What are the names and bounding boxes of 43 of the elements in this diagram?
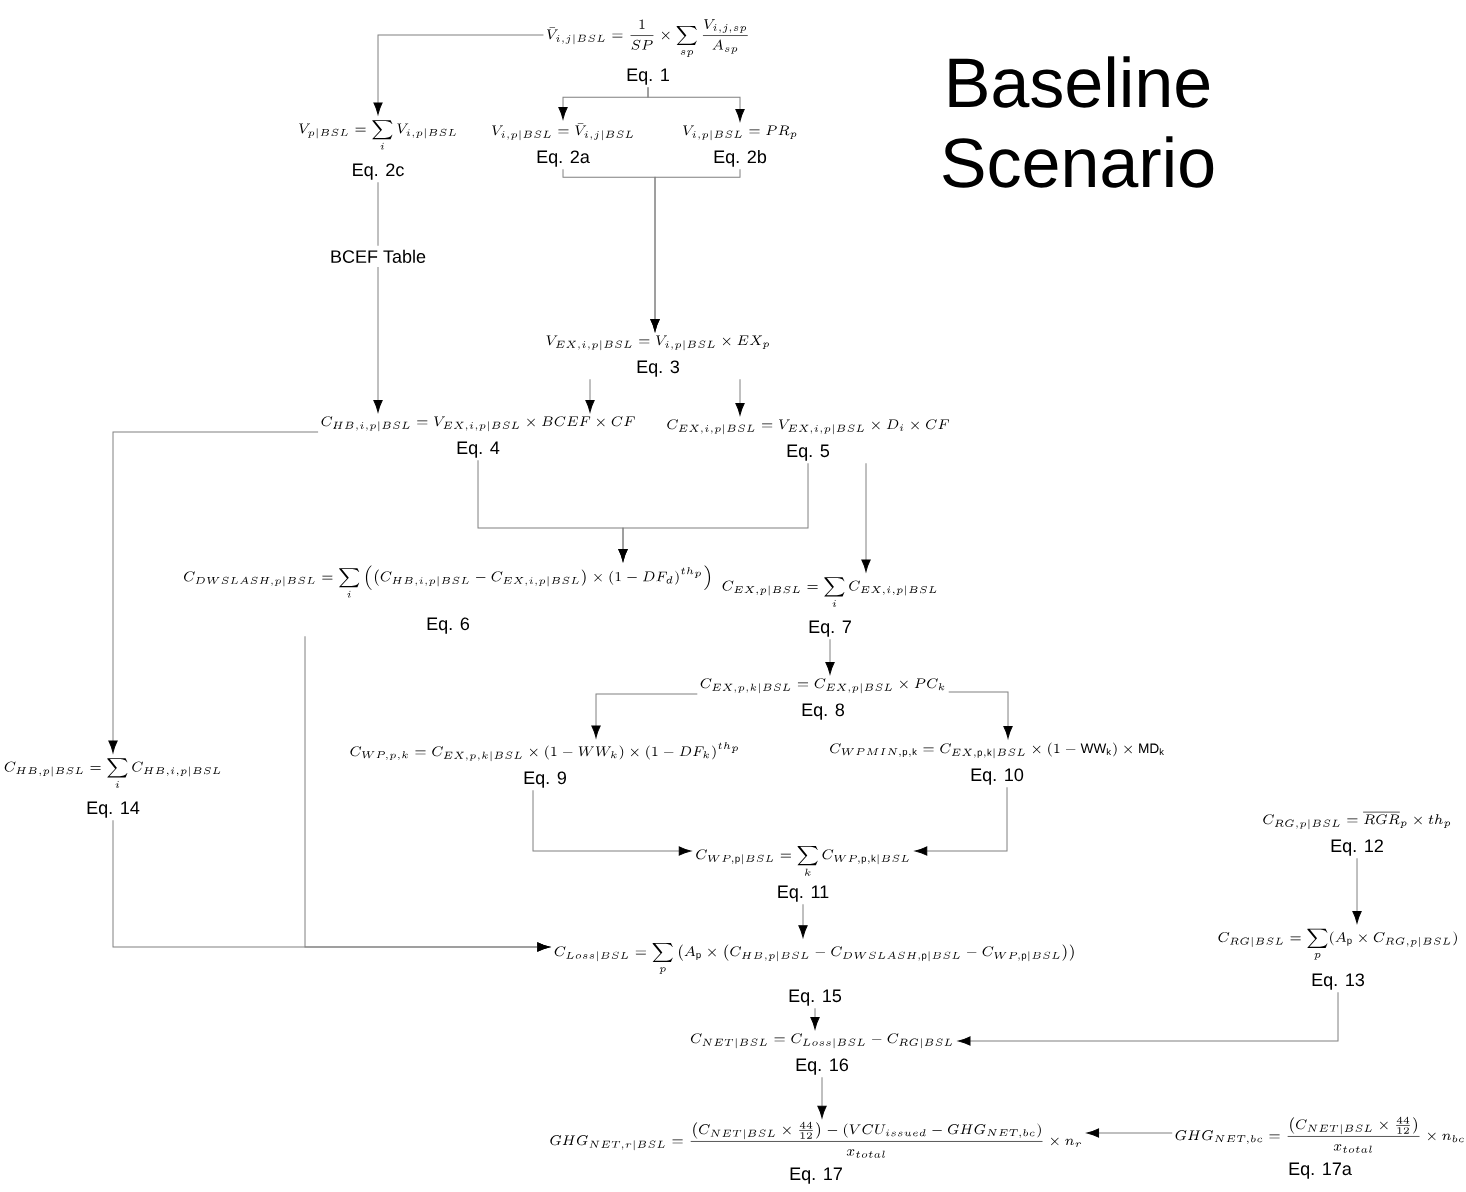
equation: $C_{WPMIN,\mathrm{p},\mathrm{k}} = C_{EX,\mathrm{p},\mathrm{k}|BSL} \times (1 - \mathrm{WW}_{\mathrm{k}}) \times \mathrm{MD}_{\mathrm{k}}$ Eq. 10 [830,742,1164,785]
equation: $C_{EX,p,k|BSL} = C_{EX,p|BSL} \times PC_{k}$ Eq. 8 [700,678,945,720]
equation: $C_{WP,p,k} = C_{EX,p,k|BSL} \times (1 - WW_{k}) \times (1 - DF_{k})^{th_{p}}$ Eq. 9 [350,742,738,788]
arrow [591,693,698,738]
equation: $C_{RG|BSL} = \sum_{p} (A_{\mathrm{p}} \times C_{RG,p|BSL})$ Eq. 13 [1218,928,1457,990]
arrow [810,1007,820,1030]
arrow [825,638,835,675]
arrow [304,635,550,952]
equation: $C_{RG,p|BSL} = \overline{RGR}_{p} \times th_{p}$ Eq. 12 [1263,812,1451,856]
equation: $C_{HB,i,p|BSL} = V_{EX,i,p|BSL} \times BCEF \times CF$ Eq. 4 [321,416,635,458]
arrow [650,168,741,332]
equation: $V_{EX,i,p|BSL} = V_{i,p|BSL} \times EX_{p}$ Eq. 3 [546,335,769,377]
arrow [108,431,319,753]
equation: $C_{WP,\mathrm{p}|BSL} = \sum_{k} C_{WP,\mathrm{p},\mathrm{k}|BSL}$ Eq. 11 [696,846,909,902]
equation: $GHG_{NET,bc} = \frac{\left( C_{NET|BSL} \times \frac{44}{12} \right)}{x_{total}} \times n_{bc}$ Eq. 17a [1175,1116,1464,1179]
arrow [735,378,745,416]
arrow [647,86,745,122]
arrow [373,34,544,115]
equation: $GHG_{NET,r|BSL} = \frac{\left( C_{NET|BSL} \times \frac{44}{12} \right) - \left( VCU_{issued} - GHG_{NET,bc} \right)}{x_{total}} \times n_{r}$ Eq. 17 [550,1121,1082,1184]
equation: $C_{HB,p|BSL} = \sum_{i} C_{HB,i,p|BSL}$ Eq. 14 [4,758,221,818]
equation: $C_{Loss|BSL} = \sum_{p} \left( A_{\mathrm{p}} \times \left( C_{HB,p|BSL} - C_{DWSLASH,\mathrm{p}|BSL} - C_{WP,\mathrm{p}|BSL} \right) \right)$ Eq. 15 [554,943,1074,1006]
arrow [532,789,692,856]
equation: $C_{EX,i,p|BSL} = V_{EX,i,p|BSL} \times D_{i} \times CF$ Eq. 5 [667,419,949,461]
equation: $C_{NET|BSL} = C_{Loss|BSL} - C_{RG|BSL}$ Eq. 16 [690,1033,952,1075]
arrow [618,462,809,562]
equation: $V_{i,p|BSL} = PR_{p}$ Eq. 2b [683,125,797,167]
equation: $V_{i,p|BSL} = \bar{V}_{i,j|BSL}$ Eq. 2a [492,123,633,167]
arrow [914,786,1008,856]
equation: $V_{p|BSL} = \sum_{i} V_{i,p|BSL}$ Eq. 2c [299,120,456,180]
arrow [958,991,1339,1046]
arrow [798,903,808,938]
title: Baseline Scenario [943,56,1214,188]
arrow [948,691,1013,739]
equation: $C_{DWSLASH,p|BSL} = \sum_{i} \left( \left( C_{HB,i,p|BSL} - C_{EX,i,p|BSL} \right) \times (1 - DF_{d})^{th_{p}} \right)$ Eq. 6 [184,565,711,634]
arrow [861,462,871,572]
arrow [373,181,383,413]
arrow [1352,857,1362,924]
arrow [817,1076,827,1119]
equation: $C_{EX,p|BSL} = \sum_{i} C_{EX,i,p|BSL}$ Eq. 7 [722,577,937,637]
edge-label: BCEF Table [326,245,431,267]
arrow [1086,1128,1173,1138]
arrow [585,378,595,413]
equation: $\bar{V}_{i,j|BSL} = \frac{1}{SP} \times \sum_{sp} \frac{V_{i,j,sp}}{A_{sp}}$ Eq. 1 [546,19,748,85]
